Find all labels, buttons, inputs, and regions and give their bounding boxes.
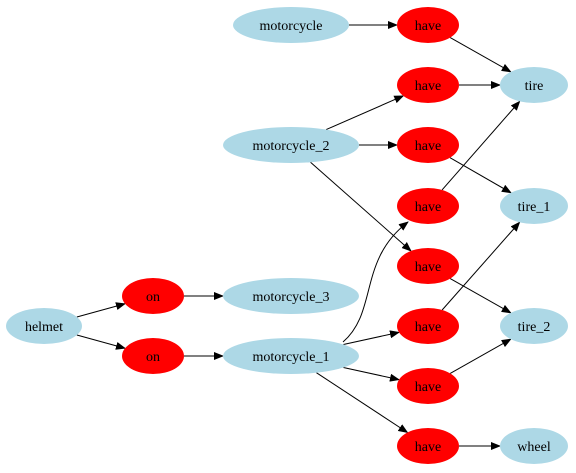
node-tire: tire [500, 67, 568, 103]
node-have6: have [397, 308, 459, 344]
edge-helmet-to-on1 [76, 302, 126, 318]
node-label: on [146, 350, 160, 365]
node-have7: have [397, 368, 459, 404]
edge-motorcycle_1-to-have8 [316, 372, 409, 434]
node-label: have [415, 260, 441, 275]
node-shape-relation [397, 67, 459, 103]
node-shape-relation [397, 368, 459, 404]
node-label: have [415, 139, 441, 154]
node-shape-entity [233, 7, 349, 43]
edge-motorcycle_2-to-have5 [310, 161, 412, 252]
node-shape-entity [223, 127, 359, 163]
node-label: have [415, 440, 441, 455]
node-motorcycle-3: motorcycle_3 [223, 278, 359, 314]
node-have5: have [397, 248, 459, 284]
node-label: tire_2 [518, 320, 551, 335]
edge-motorcycle_2-to-have2 [325, 95, 405, 131]
node-shape-relation [397, 7, 459, 43]
node-have1: have [397, 7, 459, 43]
node-on2: on [122, 338, 184, 374]
node-have8: have [397, 428, 459, 464]
edge-have4-to-tire [441, 100, 521, 191]
node-motorcycle-2: motorcycle_2 [223, 127, 359, 163]
node-label: have [415, 79, 441, 94]
node-shape-relation [397, 188, 459, 224]
node-wheel: wheel [500, 428, 568, 464]
node-shape-entity [500, 67, 568, 103]
edge-motorcycle_1-to-have4 [342, 221, 409, 343]
node-motorcycle-1: motorcycle_1 [223, 338, 359, 374]
node-shape-entity [223, 278, 359, 314]
edge-motorcycle_1-to-have6 [343, 330, 400, 346]
node-label: helmet [25, 320, 63, 335]
node-have3: have [397, 127, 459, 163]
node-label: motorcycle_1 [253, 350, 330, 365]
node-shape-entity [223, 338, 359, 374]
node-shape-relation [397, 308, 459, 344]
node-on1: on [122, 278, 184, 314]
edge-have3-to-tire_1 [449, 157, 512, 194]
node-shape-entity [500, 308, 568, 344]
edge-have5-to-tire_2 [449, 278, 512, 314]
node-shape-entity [500, 428, 568, 464]
node-tire-2: tire_2 [500, 308, 568, 344]
node-label: motorcycle_3 [253, 290, 330, 305]
node-label: tire [525, 79, 544, 94]
node-tire-1: tire_1 [500, 188, 568, 224]
node-label: on [146, 290, 160, 305]
node-have2: have [397, 67, 459, 103]
edges-layer [76, 21, 521, 450]
node-label: tire_1 [518, 200, 551, 215]
edge-helmet-to-on2 [76, 334, 126, 350]
node-shape-relation [397, 127, 459, 163]
edge-have1-to-tire [449, 37, 512, 73]
node-label: have [415, 200, 441, 215]
node-label: motorcycle [260, 19, 323, 34]
node-shape-relation [397, 428, 459, 464]
edge-motorcycle_1-to-have7 [343, 366, 400, 382]
node-label: have [415, 380, 441, 395]
node-label: have [415, 19, 441, 34]
node-shape-relation [122, 338, 184, 374]
node-shape-entity [500, 188, 568, 224]
edge-have7-to-tire_2 [449, 338, 512, 374]
node-label: have [415, 320, 441, 335]
node-motorcycle: motorcycle [233, 7, 349, 43]
node-label: wheel [517, 440, 551, 455]
node-shape-relation [122, 278, 184, 314]
node-have4: have [397, 188, 459, 224]
node-shape-relation [397, 248, 459, 284]
edge-have6-to-tire_1 [441, 221, 521, 311]
node-label: motorcycle_2 [253, 139, 330, 154]
node-helmet: helmet [6, 308, 82, 344]
node-shape-entity [6, 308, 82, 344]
